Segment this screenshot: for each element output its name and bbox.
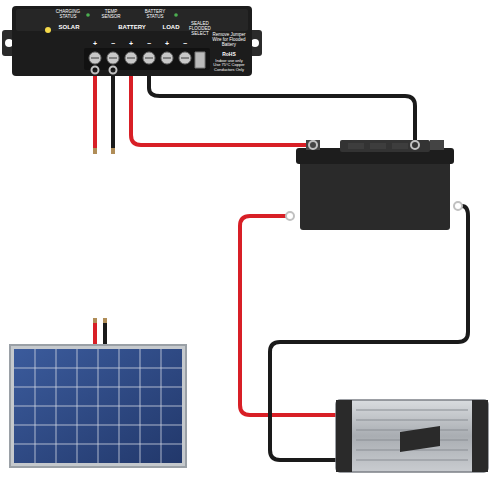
status-text: BATTERY STATUS bbox=[136, 10, 174, 20]
polarity-mark: − bbox=[143, 40, 155, 48]
terminal-label: LOAD bbox=[158, 24, 184, 31]
status-text: CHARGING STATUS bbox=[50, 10, 86, 20]
polarity-mark: + bbox=[89, 40, 101, 48]
polarity-mark: − bbox=[107, 40, 119, 48]
polarity-mark: + bbox=[125, 40, 137, 48]
jumper-label: SEALED FLOODED SELECT bbox=[184, 22, 216, 37]
status-text: TEMP SENSOR bbox=[96, 10, 126, 20]
terminal-label: SOLAR bbox=[54, 24, 84, 31]
terminal-label: BATTERY bbox=[114, 24, 150, 31]
rating-note: Indoor use only Use 75°C Copper Conducto… bbox=[212, 59, 246, 72]
polarity-mark: + bbox=[161, 40, 173, 48]
jumper-note: Remove Jumper Wire for Flooded Battery bbox=[212, 33, 246, 48]
certification-mark: RoHS bbox=[212, 52, 246, 58]
polarity-mark: − bbox=[179, 40, 191, 48]
